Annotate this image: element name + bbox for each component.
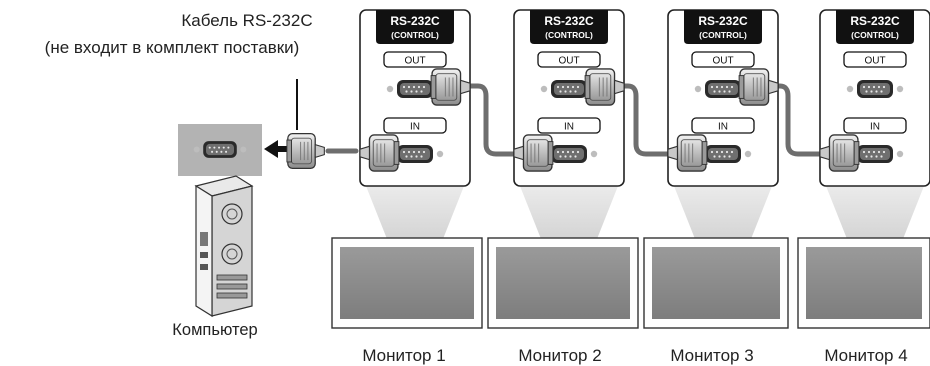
panel-header-subtitle: (CONTROL) xyxy=(545,30,593,40)
panel-header-subtitle: (CONTROL) xyxy=(851,30,899,40)
out-label: OUT xyxy=(864,56,885,67)
pc-plug-icon xyxy=(286,132,326,170)
beam-3 xyxy=(674,186,772,244)
monitor-screen-3 xyxy=(643,237,789,329)
panel-header-2 xyxy=(530,10,608,44)
monitor-screen-4 xyxy=(797,237,930,329)
cable-m2-to-m3 xyxy=(617,83,671,157)
cable-label-line2: (не входит в комплект поставки) xyxy=(45,38,300,57)
panel-header-3 xyxy=(684,10,762,44)
in-label: IN xyxy=(718,122,728,133)
monitor-unit-2: RS-232C (CONTROL) OUT IN xyxy=(487,9,639,329)
in-label: IN xyxy=(564,122,574,133)
computer xyxy=(178,124,262,318)
cable-label-line1: Кабель RS-232C xyxy=(181,11,312,30)
pc-tower-icon xyxy=(194,175,254,318)
monitor-label-4: Монитор 4 xyxy=(824,346,907,365)
panel-header-title: RS-232C xyxy=(544,14,594,28)
beam-1 xyxy=(366,186,464,244)
out-label: OUT xyxy=(558,56,579,67)
panel-header-4 xyxy=(836,10,914,44)
out-label: OUT xyxy=(712,56,733,67)
monitor-label-3: Монитор 3 xyxy=(670,346,753,365)
beam-2 xyxy=(520,186,618,244)
computer-label: Компьютер xyxy=(172,321,257,339)
cables xyxy=(325,83,823,157)
panel-header-1 xyxy=(376,10,454,44)
monitor-label-1: Монитор 1 xyxy=(362,346,445,365)
panel-header-title: RS-232C xyxy=(850,14,900,28)
beam-4 xyxy=(826,186,924,244)
panel-header-title: RS-232C xyxy=(390,14,440,28)
monitor-unit-4: RS-232C (CONTROL) OUT IN xyxy=(797,9,930,329)
cable-m3-to-m4 xyxy=(769,83,823,157)
monitor-label-2: Монитор 2 xyxy=(518,346,601,365)
panel-header-subtitle: (CONTROL) xyxy=(699,30,747,40)
monitor-screen-1 xyxy=(331,237,483,329)
panel-header-title: RS-232C xyxy=(698,14,748,28)
monitor-unit-1: RS-232C (CONTROL) OUT IN xyxy=(331,9,483,329)
in-label: IN xyxy=(870,122,880,133)
out-label: OUT xyxy=(404,56,425,67)
monitor-unit-3: RS-232C (CONTROL) OUT IN xyxy=(643,9,789,329)
in-label: IN xyxy=(410,122,420,133)
cable-m1-to-m2 xyxy=(467,83,519,157)
panel-header-subtitle: (CONTROL) xyxy=(391,30,439,40)
arrow-left-icon xyxy=(264,140,287,158)
monitor-screen-2 xyxy=(487,237,639,329)
